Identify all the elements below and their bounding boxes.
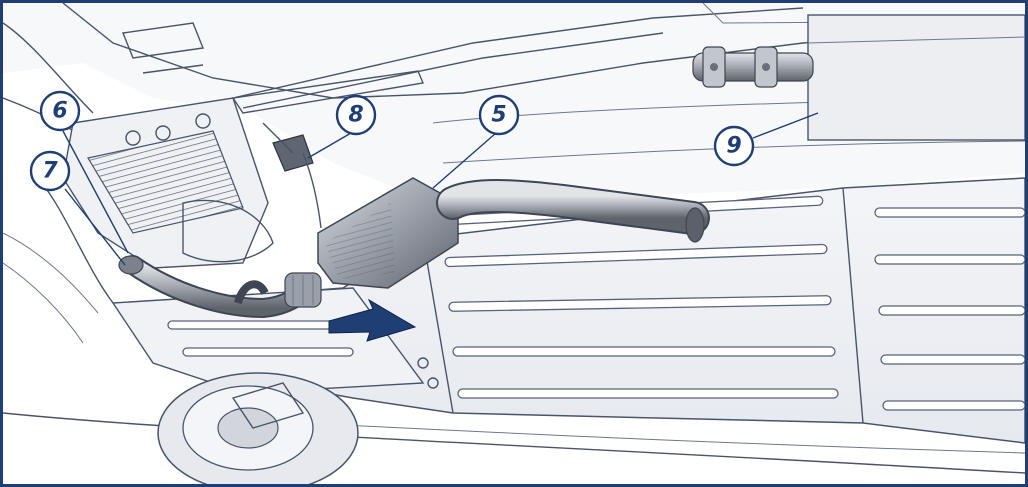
- leader-lines: [62, 112, 819, 266]
- callout-6: 6: [39, 90, 81, 132]
- front-exhaust-pipe: [118, 255, 322, 319]
- catalytic-converter: [317, 177, 710, 289]
- callout-5-label: 5: [491, 103, 506, 128]
- sensor-connector: [262, 122, 322, 229]
- pipe-clamp: [692, 46, 814, 88]
- callout-7-label: 7: [42, 159, 58, 184]
- rear-muffler: [807, 14, 1025, 141]
- callout-8-label: 8: [348, 103, 363, 128]
- callout-7: 7: [29, 150, 71, 192]
- callout-9: 9: [713, 125, 755, 167]
- engine-gearbox: [3, 97, 274, 344]
- front-wheel: [157, 372, 359, 484]
- exhaust-underbody-illustration: 6 7 8 5 9: [3, 3, 1025, 484]
- blue-indicator-arrow: [328, 298, 417, 342]
- callout-9-label: 9: [726, 134, 741, 159]
- callout-8: 8: [335, 94, 377, 136]
- callout-5: 5: [478, 94, 520, 136]
- callout-6-label: 6: [52, 99, 67, 124]
